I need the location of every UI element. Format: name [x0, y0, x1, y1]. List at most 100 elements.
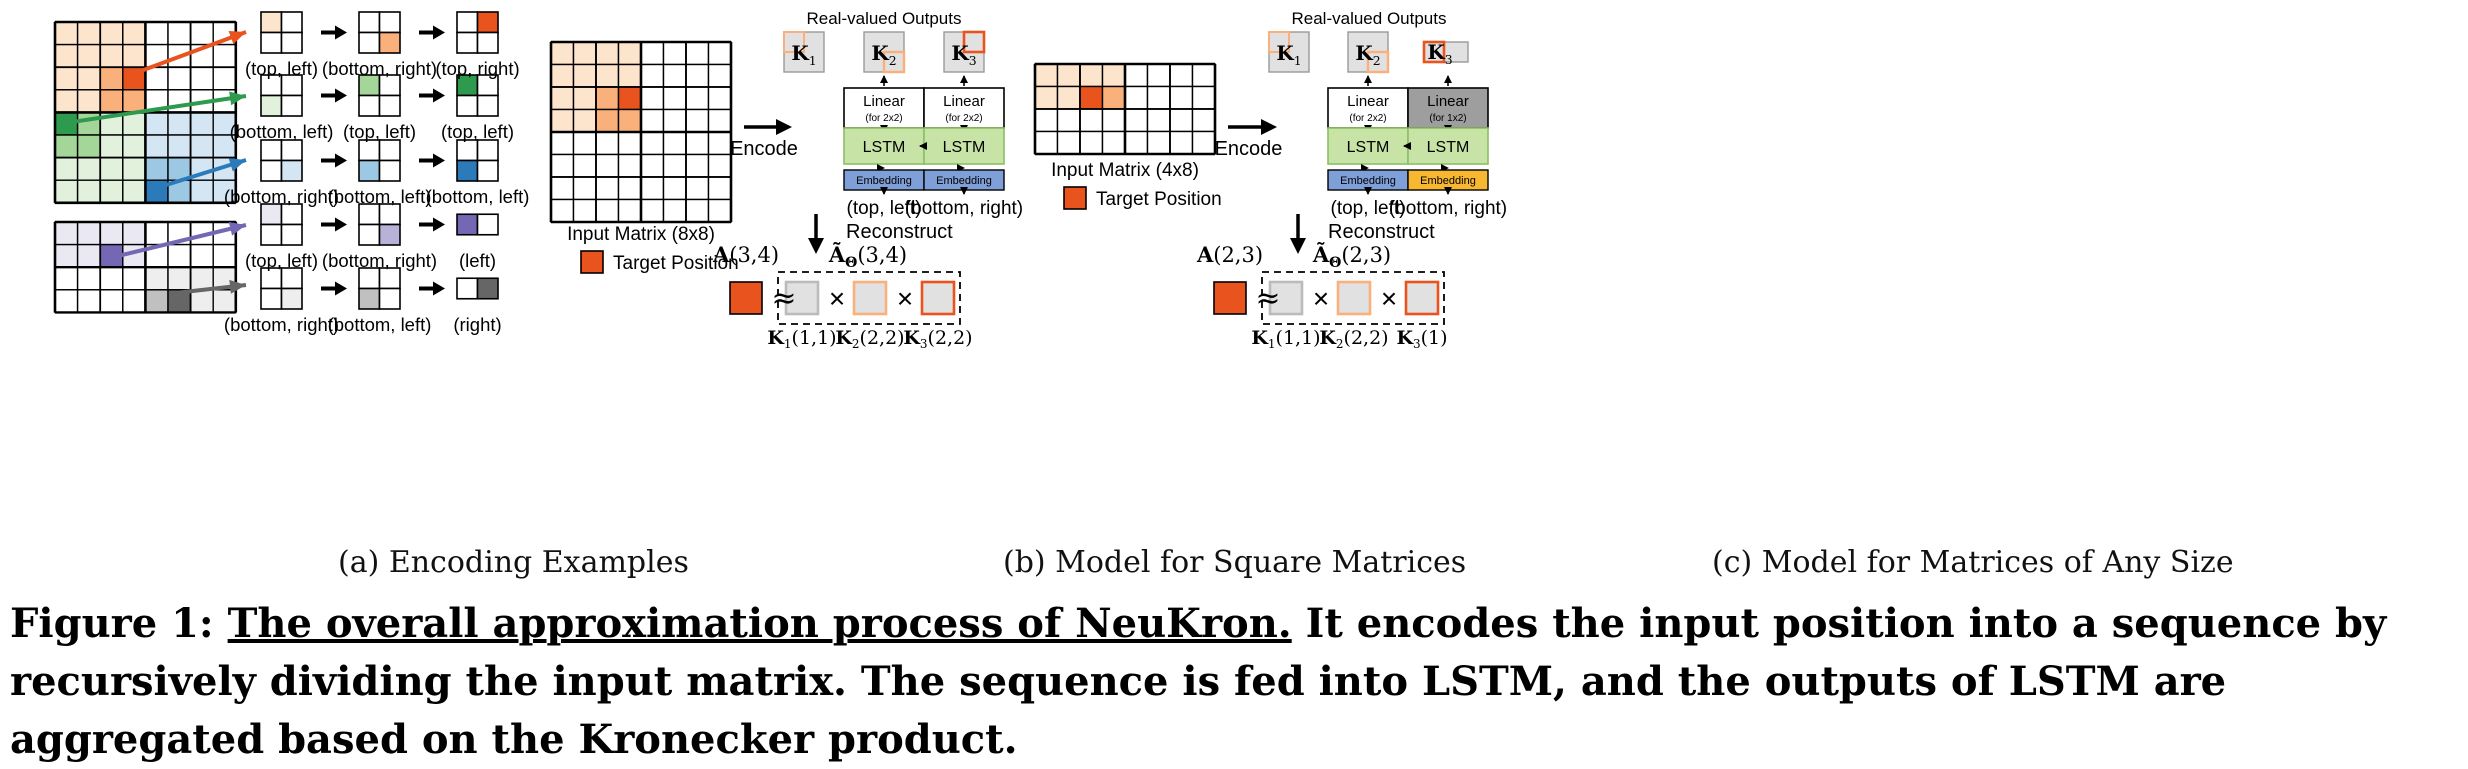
mini-grid-cell — [378, 11, 401, 34]
input-matrix-cell — [617, 153, 642, 178]
input-matrix-cell — [572, 198, 597, 223]
a-tilde-label: ÃΘ(3,4) — [828, 242, 907, 271]
encoding-label: (bottom, right) — [322, 58, 437, 79]
matrix8x8-cell — [76, 89, 101, 114]
k-subscript: 1 — [1294, 53, 1302, 68]
matrix8x8-cell — [167, 111, 192, 136]
mini-grid-cell — [378, 159, 401, 182]
matrix8x8-cell — [99, 156, 124, 181]
factor-label: K3(2,2) — [903, 327, 972, 351]
a-args: (3,4) — [729, 243, 779, 267]
input-matrix-cell — [1124, 63, 1149, 88]
mini-grid-cell — [358, 11, 381, 34]
factor-sub: 1 — [1268, 337, 1276, 351]
input-matrix-cell — [595, 63, 620, 88]
sequence-input-label: (top, left) — [847, 198, 922, 219]
embedding-label: Embedding — [1340, 175, 1396, 187]
reconstruct-arrow-head — [1290, 238, 1306, 254]
mini-grid-cell — [456, 139, 479, 162]
target-position-label: Target Position — [1096, 189, 1222, 210]
input-matrix-cell — [662, 176, 687, 201]
input-matrix-cell — [595, 41, 620, 66]
encoding-label: (bottom, left) — [328, 314, 432, 335]
mini-grid-cell — [280, 159, 303, 182]
a-tilde-args: (2,3) — [1341, 243, 1391, 267]
factor-sub: 2 — [1336, 337, 1344, 351]
sequence-arrow-head — [433, 217, 445, 232]
factor-label: K1(1,1) — [1251, 327, 1320, 351]
matrix8x8-cell — [54, 179, 79, 204]
mini-grid-cell — [260, 94, 283, 117]
encoding-label: (bottom, right) — [224, 186, 339, 207]
sequence-arrow-head — [433, 25, 445, 40]
mini-grid-cell — [260, 223, 283, 246]
target-entry-box — [1213, 281, 1247, 315]
matrix8x8-cell — [144, 21, 169, 46]
mini-grid-cell — [358, 287, 381, 310]
approx-dashed-box — [1261, 271, 1445, 325]
lstm-label: LSTM — [943, 139, 986, 156]
matrix4x8-cell — [212, 289, 237, 314]
input-matrix-cell — [685, 86, 710, 111]
matrix8x8-cell — [189, 179, 214, 204]
mini-grid-cell — [280, 203, 303, 226]
input-matrix-cell — [1169, 63, 1194, 88]
input-matrix-cell — [1056, 108, 1081, 133]
subcaption-a: (a) Encoding Examples — [338, 545, 689, 580]
mini-grid-cell — [456, 11, 479, 34]
linear-box — [843, 87, 925, 129]
factor-k: K — [903, 327, 921, 349]
input-matrix-cell — [707, 153, 732, 178]
encoding-label: (top, left) — [245, 250, 318, 271]
input-matrix-cell — [662, 131, 687, 156]
mini-grid-cell — [476, 213, 499, 236]
matrix4x8-cell — [122, 289, 147, 314]
times-symbol: × — [897, 283, 913, 314]
mini-grid-cell — [378, 287, 401, 310]
input-matrix-cell — [572, 86, 597, 111]
matrix4x8-cell — [144, 266, 169, 291]
input-matrix-cell — [1079, 85, 1104, 110]
matrix4x8-cell — [189, 266, 214, 291]
encoding-label: (bottom, left) — [230, 121, 334, 142]
matrix8x8-cell — [99, 43, 124, 68]
input-matrix-cell — [617, 41, 642, 66]
input-matrix-cell — [1101, 63, 1126, 88]
factor-args: (1,1) — [792, 327, 837, 349]
input-matrix-cell — [640, 41, 665, 66]
matrix8x8-cell — [54, 21, 79, 46]
sequence-arrow-head — [335, 281, 347, 296]
input-matrix-cell — [550, 198, 575, 223]
matrix8x8-cell — [54, 66, 79, 91]
input-matrix-cell — [640, 153, 665, 178]
matrix8x8-cell — [99, 134, 124, 159]
input-matrix-cell — [550, 153, 575, 178]
matrix4x8-cell — [54, 221, 79, 246]
encode-arrow-head — [776, 119, 792, 135]
matrix8x8-cell — [99, 66, 124, 91]
input-matrix-cell — [1191, 130, 1216, 155]
mini-grid-cell — [456, 31, 479, 54]
panel-a-encoding-examples — [53, 11, 499, 314]
encode-label: Encode — [1215, 138, 1283, 160]
input-matrix-cell — [550, 131, 575, 156]
input-matrix-cell — [617, 86, 642, 111]
matrix4x8-cell — [76, 221, 101, 246]
k3-highlight — [962, 30, 986, 54]
input-matrix-cell — [595, 198, 620, 223]
subcaption-b: (b) Model for Square Matrices — [1003, 545, 1467, 580]
input-matrix-cell — [707, 176, 732, 201]
encode-arrow-head — [1261, 119, 1277, 135]
mini-grid-cell — [476, 159, 499, 182]
outputs-title: Real-valued Outputs — [807, 9, 962, 28]
matrix8x8-cell — [167, 66, 192, 91]
factor-sub: 2 — [852, 337, 860, 351]
mini-grid-cell — [260, 11, 283, 34]
subcaption-c: (c) Model for Matrices of Any Size — [1712, 545, 2234, 580]
sequence-arrow-head — [433, 281, 445, 296]
panel-c-any-size-model — [1033, 31, 1489, 325]
matrix8x8-cell — [122, 89, 147, 114]
input-matrix-cell — [1146, 63, 1171, 88]
encode-label: Encode — [730, 138, 798, 160]
input-matrix-cell — [550, 41, 575, 66]
